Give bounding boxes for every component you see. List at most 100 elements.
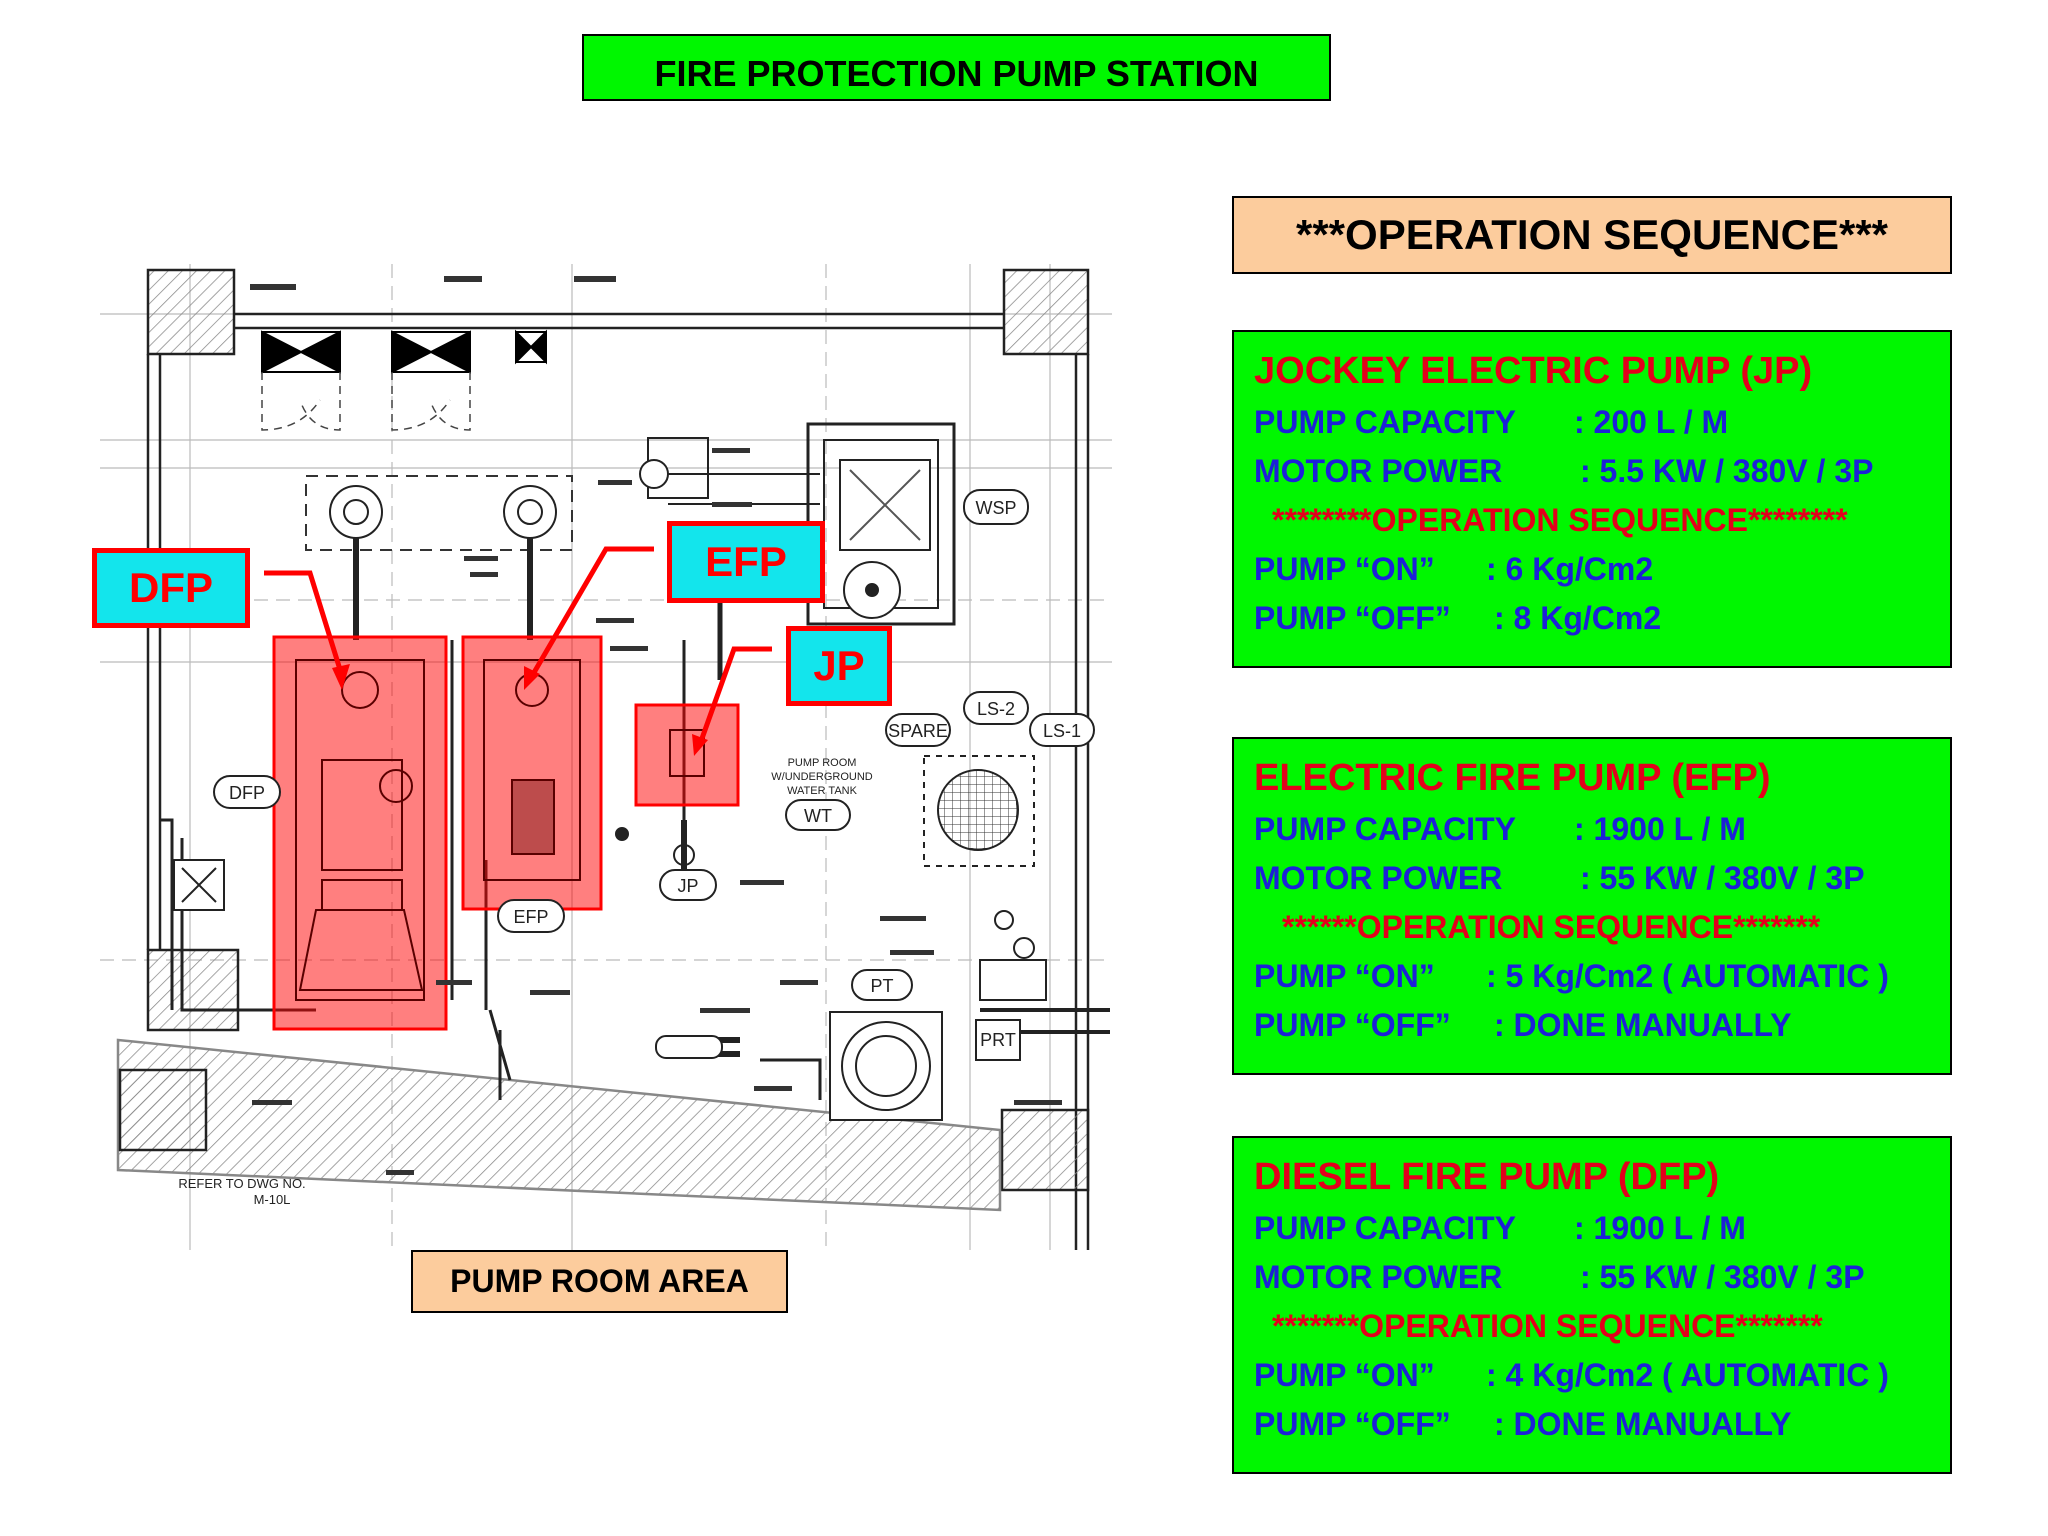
callout-arrowheads <box>332 664 708 756</box>
equipment-zone <box>305 475 573 551</box>
tag-wt: WT <box>804 806 832 826</box>
tag-wt-bubble <box>785 799 851 831</box>
motor-value: : 5.5 KW / 380V / 3P <box>1580 453 1874 489</box>
tank-note-3: WATER TANK <box>787 785 858 797</box>
capacity-value: : 200 L / M <box>1574 404 1729 440</box>
sequence-heading: *******OPERATION SEQUENCE******* <box>1272 1308 1823 1344</box>
motor-row: MOTOR POWER : 55 KW / 380V / 3P <box>1254 1253 1950 1302</box>
motor-label: MOTOR POWER <box>1254 1259 1503 1295</box>
tag-ls1-bubble <box>1029 713 1095 747</box>
capacity-label: PUMP CAPACITY <box>1254 404 1516 440</box>
dfp-highlight <box>272 635 448 1031</box>
tag-jp-bubble <box>659 869 717 901</box>
motor-value: : 55 KW / 380V / 3P <box>1580 1259 1865 1295</box>
jp-arrowhead <box>692 734 708 756</box>
on-label: PUMP “ON” <box>1254 958 1435 994</box>
efp-arrowhead <box>524 666 540 690</box>
tag-efp: EFP <box>513 907 548 927</box>
tank-note-1: PUMP ROOM <box>788 757 857 769</box>
capacity-label: PUMP CAPACITY <box>1254 1210 1516 1246</box>
on-row: PUMP “ON” : 5 Kg/Cm2 ( AUTOMATIC ) <box>1254 952 1950 1001</box>
header-flanges <box>329 485 557 640</box>
efp-arrow <box>529 546 654 678</box>
tag-wsp-bubble <box>963 489 1029 525</box>
capacity-row: PUMP CAPACITY : 200 L / M <box>1254 398 1950 447</box>
tag-dfp: DFP <box>229 783 265 803</box>
motor-label: MOTOR POWER <box>1254 453 1503 489</box>
on-row: PUMP “ON” : 6 Kg/Cm2 <box>1254 545 1950 594</box>
panel-diesel-fire-pump: DIESEL FIRE PUMP (DFP) PUMP CAPACITY : 1… <box>1232 1136 1952 1474</box>
dfp-arrowhead <box>332 664 350 690</box>
off-label: PUMP “OFF” <box>1254 1406 1451 1442</box>
tag-spare-bubble <box>885 713 951 747</box>
off-row: PUMP “OFF” : DONE MANUALLY <box>1254 1400 1950 1449</box>
room-walls <box>116 268 1090 1250</box>
panel-jockey-pump: JOCKEY ELECTRIC PUMP (JP) PUMP CAPACITY … <box>1232 330 1952 668</box>
tag-dfp-bubble <box>213 775 281 809</box>
motor-label: MOTOR POWER <box>1254 860 1503 896</box>
refer-note-1: REFER TO DWG NO. <box>178 1176 305 1191</box>
jp-highlight <box>634 703 740 807</box>
jockey-pump-stub <box>615 820 695 870</box>
tag-spare: SPARE <box>888 721 948 741</box>
tag-pt: PT <box>870 976 893 996</box>
wsp-equipment <box>639 422 956 680</box>
wall-louvers <box>261 329 547 374</box>
dfp-arrow <box>264 570 345 677</box>
tank-note-2: W/UNDERGROUND <box>771 771 872 783</box>
drawing-tag-texts: WSP LS-2 LS-1 SPARE WT PT PRT DFP EFP JP… <box>178 498 1081 1207</box>
callout-jp: JP <box>786 626 892 706</box>
on-row: PUMP “ON” : 4 Kg/Cm2 ( AUTOMATIC ) <box>1254 1351 1950 1400</box>
panel-electric-fire-pump: ELECTRIC FIRE PUMP (EFP) PUMP CAPACITY :… <box>1232 737 1952 1075</box>
off-label: PUMP “OFF” <box>1254 1007 1451 1043</box>
jp-arrow <box>697 646 772 745</box>
callout-arrows <box>264 546 772 745</box>
tag-pt-bubble <box>851 969 913 1001</box>
off-row: PUMP “OFF” : DONE MANUALLY <box>1254 1001 1950 1050</box>
drain-pit <box>173 859 225 911</box>
off-value: : DONE MANUALLY <box>1494 1406 1792 1442</box>
off-value: : DONE MANUALLY <box>1494 1007 1792 1043</box>
drawing-grid <box>100 264 1112 1250</box>
tag-ls2: LS-2 <box>977 699 1015 719</box>
motor-value: : 55 KW / 380V / 3P <box>1580 860 1865 896</box>
off-value: : 8 Kg/Cm2 <box>1494 600 1662 636</box>
prt-panel <box>975 910 1047 1061</box>
tag-ls1: LS-1 <box>1043 721 1081 741</box>
on-value: : 4 Kg/Cm2 ( AUTOMATIC ) <box>1486 1357 1889 1393</box>
capacity-value: : 1900 L / M <box>1574 1210 1746 1246</box>
drawing-annotations <box>250 276 1062 1175</box>
off-row: PUMP “OFF” : 8 Kg/Cm2 <box>1254 594 1950 643</box>
dfp-engine <box>295 659 425 1001</box>
off-label: PUMP “OFF” <box>1254 600 1451 636</box>
efp-motor <box>483 659 581 881</box>
callout-dfp: DFP <box>92 548 250 628</box>
tag-efp-bubble <box>497 899 565 933</box>
panel-title: DIESEL FIRE PUMP (DFP) <box>1254 1156 1720 1198</box>
tag-prt: PRT <box>980 1030 1016 1050</box>
on-value: : 5 Kg/Cm2 ( AUTOMATIC ) <box>1486 958 1889 994</box>
capacity-value: : 1900 L / M <box>1574 811 1746 847</box>
panel-title: ELECTRIC FIRE PUMP (EFP) <box>1254 757 1771 799</box>
motor-row: MOTOR POWER : 55 KW / 380V / 3P <box>1254 854 1950 903</box>
pressure-tank <box>829 1011 943 1121</box>
fuel-tank <box>655 1035 723 1059</box>
sequence-heading: ********OPERATION SEQUENCE******** <box>1272 502 1848 538</box>
door-swings <box>261 372 471 431</box>
motor-row: MOTOR POWER : 5.5 KW / 380V / 3P <box>1254 447 1950 496</box>
pump-room-floor-plan: WSP LS-2 LS-1 SPARE WT PT PRT DFP EFP JP… <box>100 264 1112 1250</box>
efp-highlight <box>461 635 603 911</box>
panel-title: JOCKEY ELECTRIC PUMP (JP) <box>1254 350 1813 392</box>
on-label: PUMP “ON” <box>1254 551 1435 587</box>
tag-ls2-bubble <box>963 691 1029 725</box>
tag-jp: JP <box>677 876 698 896</box>
drawing-tags <box>213 489 1095 1001</box>
jp-motor <box>669 729 705 777</box>
capacity-label: PUMP CAPACITY <box>1254 811 1516 847</box>
refer-note-2: M-10L <box>254 1192 291 1207</box>
capacity-row: PUMP CAPACITY : 1900 L / M <box>1254 1204 1950 1253</box>
callout-efp: EFP <box>667 521 825 603</box>
sequence-heading: ******OPERATION SEQUENCE******* <box>1282 909 1821 945</box>
tag-wsp: WSP <box>975 498 1016 518</box>
page-title: FIRE PROTECTION PUMP STATION <box>582 34 1331 101</box>
